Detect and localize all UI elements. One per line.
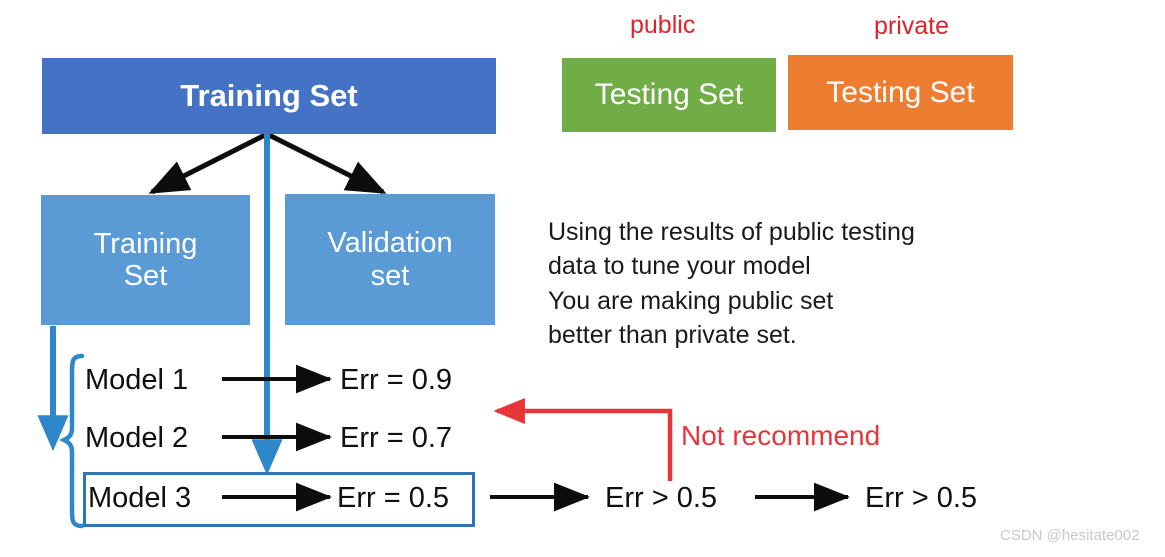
explanation-line-2: data to tune your model [548, 252, 811, 281]
testing-set-private-label: Testing Set [826, 75, 975, 109]
not-recommend-label: Not recommend [681, 420, 881, 451]
validation-set-label: Validation set [327, 227, 453, 292]
model-3-error-value: Err = 0.5 [337, 482, 450, 514]
validation-set-box[interactable]: Validation set [285, 194, 495, 325]
split-arrow-right [265, 131, 387, 195]
training-set-sub-label: Training Set [93, 227, 198, 292]
not-recommend-arrow [493, 397, 673, 481]
explanation-line-3: You are making public set [548, 286, 834, 315]
model-2-label: Model 2 [85, 422, 189, 454]
split-arrow-left [148, 131, 269, 195]
private-result-value: Err > 0.5 [865, 482, 978, 514]
training-set-main-label: Training Set [180, 77, 358, 113]
explanation-text-block: Using the results of public testing data… [548, 215, 1048, 352]
model-3-highlight-box[interactable] [83, 472, 475, 527]
explanation-line-1: Using the results of public testing [548, 218, 915, 246]
public-result-value: Err > 0.5 [605, 482, 718, 514]
model-group-brace [58, 353, 85, 529]
model-3-label: Model 3 [88, 482, 192, 514]
model-1-label: Model 1 [85, 364, 189, 396]
testing-set-public-box[interactable]: Testing Set [562, 58, 776, 132]
model-1-error-value: Err = 0.9 [340, 364, 453, 396]
model-2-error-value: Err = 0.7 [340, 422, 453, 454]
testing-set-private-box[interactable]: Testing Set [788, 55, 1013, 130]
private-label: private [874, 12, 950, 40]
training-set-sub-box[interactable]: Training Set [41, 195, 250, 325]
testing-set-public-label: Testing Set [594, 78, 744, 112]
watermark-label: CSDN @hesitate002 [1000, 527, 1140, 544]
training-set-main-box[interactable]: Training Set [42, 58, 496, 134]
public-label: public [630, 11, 696, 39]
explanation-line-4: better than private set. [548, 320, 797, 349]
